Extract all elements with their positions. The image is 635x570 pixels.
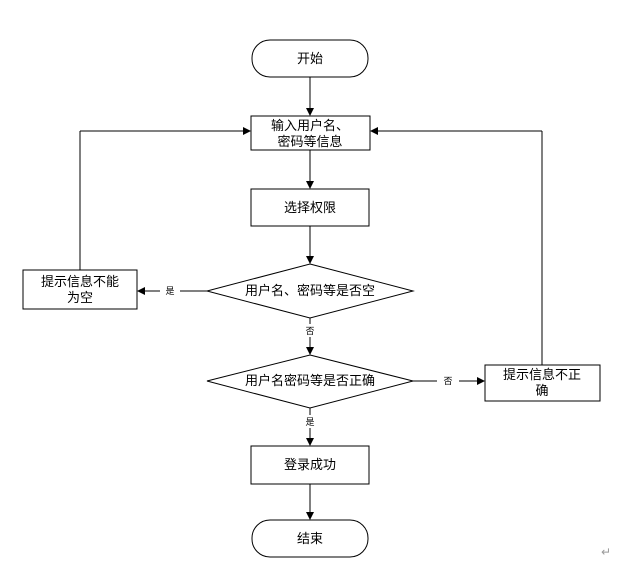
empty-message-box: 提示信息不能 为空 [22,269,138,310]
no-label-correct: 否 [443,376,452,387]
input-label-line1: 输入用户名、 [271,118,349,134]
empty-message-line1: 提示信息不能 [41,274,119,290]
end-label: 结束 [297,532,323,547]
check-correct-decision: 用户名密码等是否正确 [206,354,414,409]
start-terminal: 开始 [251,39,369,78]
check-correct-label: 用户名密码等是否正确 [245,373,375,389]
login-success-box: 登录成功 [250,445,370,485]
select-role-label: 选择权限 [284,200,336,216]
yes-label-correct: 是 [305,417,314,428]
no-label-empty: 否 [305,326,314,337]
input-credentials-box: 输入用户名、 密码等信息 [250,115,371,151]
wrong-message-box: 提示信息不正 确 [484,364,601,402]
start-label: 开始 [297,52,323,67]
input-label-line2: 密码等信息 [277,134,342,150]
check-empty-label: 用户名、密码等是否空 [245,283,375,299]
empty-message-line2: 为空 [67,291,93,306]
wrong-message-line1: 提示信息不正 [503,367,581,383]
yes-label-empty: 是 [165,286,174,297]
paragraph-mark-icon: ↵ [601,545,611,559]
check-empty-decision: 用户名、密码等是否空 [205,263,415,319]
wrong-message-line2: 确 [535,384,548,399]
end-terminal: 结束 [251,519,369,558]
login-success-label: 登录成功 [284,458,336,473]
select-role-box: 选择权限 [250,188,370,227]
